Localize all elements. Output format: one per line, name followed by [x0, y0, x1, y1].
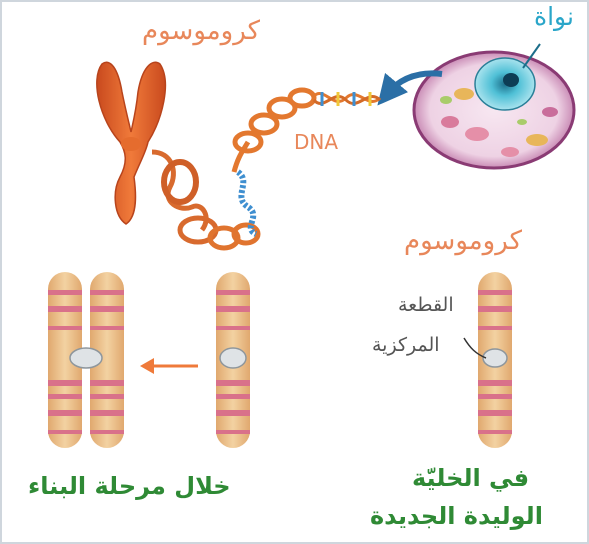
label-centromere-line1: القطعة — [398, 294, 454, 316]
label-centromere-line2: المركزية — [372, 334, 440, 356]
label-dna: DNA — [294, 130, 338, 154]
caption-construction-phase: خلال مرحلة البناء — [28, 472, 231, 500]
replicated-chromosome — [48, 272, 124, 448]
caption-new-cell-line1: في الخليّة — [412, 464, 529, 492]
nucleus — [475, 58, 535, 110]
label-chromosome-top: كروموسوم — [142, 16, 260, 46]
condensed-chromosome — [97, 62, 166, 224]
caption-new-cell-line2: الوليدة الجديدة — [370, 502, 543, 530]
label-nucleus: نواة — [534, 2, 574, 31]
orange-arrow — [140, 358, 198, 374]
single-chromosome-right — [478, 272, 512, 448]
single-chromosome-middle — [216, 272, 250, 448]
label-chromosome-right: كروموسوم — [404, 226, 522, 256]
dna-double-helix — [314, 92, 380, 106]
